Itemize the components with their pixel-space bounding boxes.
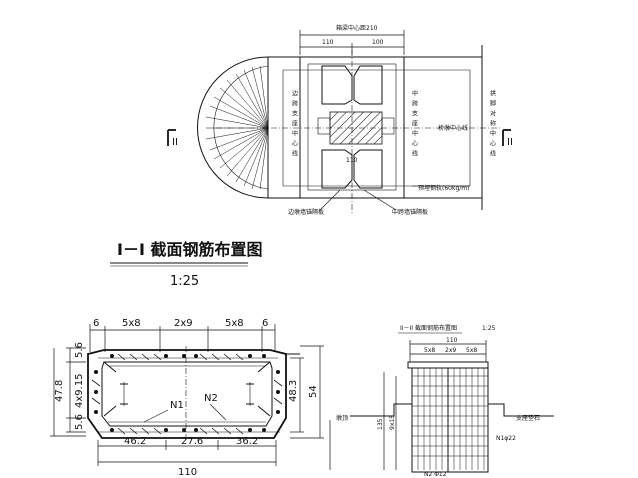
sec-top-dim-4: 6 [262, 318, 268, 329]
small-side-dim-1: 9x15 [389, 415, 396, 430]
plan-center-dim: 110 [346, 157, 358, 164]
small-dim-1: 2x9 [445, 347, 456, 354]
plan-semicircle-inner [213, 65, 269, 190]
section-outer-outline [87, 349, 287, 439]
plan-right-label: 拱脚对称中心线 [489, 89, 496, 160]
section-title: I－I 截面钢筋布置图 [117, 240, 262, 259]
sec-bar-n2: N2 [204, 393, 218, 404]
section-marker-right: II [502, 129, 513, 148]
small-dim-top: 110 [446, 337, 458, 344]
sec-left-dim-1: 4x9.15 [74, 373, 85, 408]
plan-top-dim-title: 箱梁中心距210 [336, 24, 378, 32]
plan-view: 箱梁中心距210 110 100 [167, 24, 513, 216]
section-marker-left: II [167, 129, 178, 148]
section-rebar-dots [94, 354, 280, 432]
plan-pier-label: 桥墩中心线 [438, 124, 468, 132]
plan-top-dim-right: 100 [372, 39, 384, 46]
sec-right-total: 54 [308, 385, 319, 398]
plan-radial-lines [205, 65, 269, 190]
sec-left-dim-2: 5.6 [74, 414, 85, 430]
small-dim-0: 5x8 [424, 347, 435, 354]
small-dim-2: 5x8 [466, 347, 477, 354]
small-scale: 1:25 [482, 325, 496, 332]
plan-side-block-left: 边墩墙锚隔板 [288, 208, 324, 216]
small-right-label: 支座垫石 [516, 414, 540, 422]
sec-bottom-dim-0: 46.2 [124, 436, 146, 447]
svg-text:II: II [172, 137, 178, 148]
small-section-view: II－II 截面钢筋布置图 1:25 110 5x8 2x9 5x8 [329, 324, 554, 478]
sec-bottom-dim-1: 27.6 [181, 436, 203, 447]
small-note-1: N1φ22 [496, 435, 516, 442]
small-note-2: N2 Φ12 [424, 471, 447, 478]
sec-bottom-total: 110 [178, 467, 197, 478]
sec-top-dim-2: 2x9 [174, 318, 193, 329]
small-title: II－II 截面钢筋布置图 [400, 324, 457, 332]
sec-top-dim-0: 6 [93, 318, 99, 329]
section-title-block: I－I 截面钢筋布置图 1:25 [110, 240, 262, 289]
sec-right-inner: 48.3 [288, 380, 299, 402]
plan-right-block [353, 65, 383, 105]
section-rebar-marks [91, 353, 283, 435]
plan-left-block [321, 65, 353, 105]
section-inner-void [101, 361, 273, 427]
svg-text:II: II [507, 137, 513, 148]
sec-bar-n1: N1 [170, 400, 184, 411]
section-view: 6 5x8 2x9 5x8 6 [50, 318, 324, 478]
plan-left-label: 边跨支座中心线 [291, 89, 298, 160]
plan-top-dim-left: 110 [322, 39, 334, 46]
plan-semicircle-outer [197, 56, 269, 199]
plan-mid-label: 中跨支座中心线 [411, 89, 418, 160]
small-side-dim-0: 135 [377, 418, 384, 430]
sec-top-dim-1: 5x8 [122, 318, 141, 329]
sec-bottom-dim-2: 36.2 [236, 436, 258, 447]
small-rebar-grid [412, 368, 488, 470]
sec-top-dim-3: 5x8 [225, 318, 244, 329]
plan-side-block-mid: 中跨墙锚隔板 [392, 208, 428, 216]
section-scale: 1:25 [170, 274, 199, 289]
sec-left-total: 47.8 [54, 380, 65, 402]
small-left-label: 墩顶 [336, 414, 348, 422]
sec-left-dim-0: 5.6 [74, 342, 85, 358]
plan-steel-label: 预埋钢轨(60kg/m) [418, 184, 469, 192]
